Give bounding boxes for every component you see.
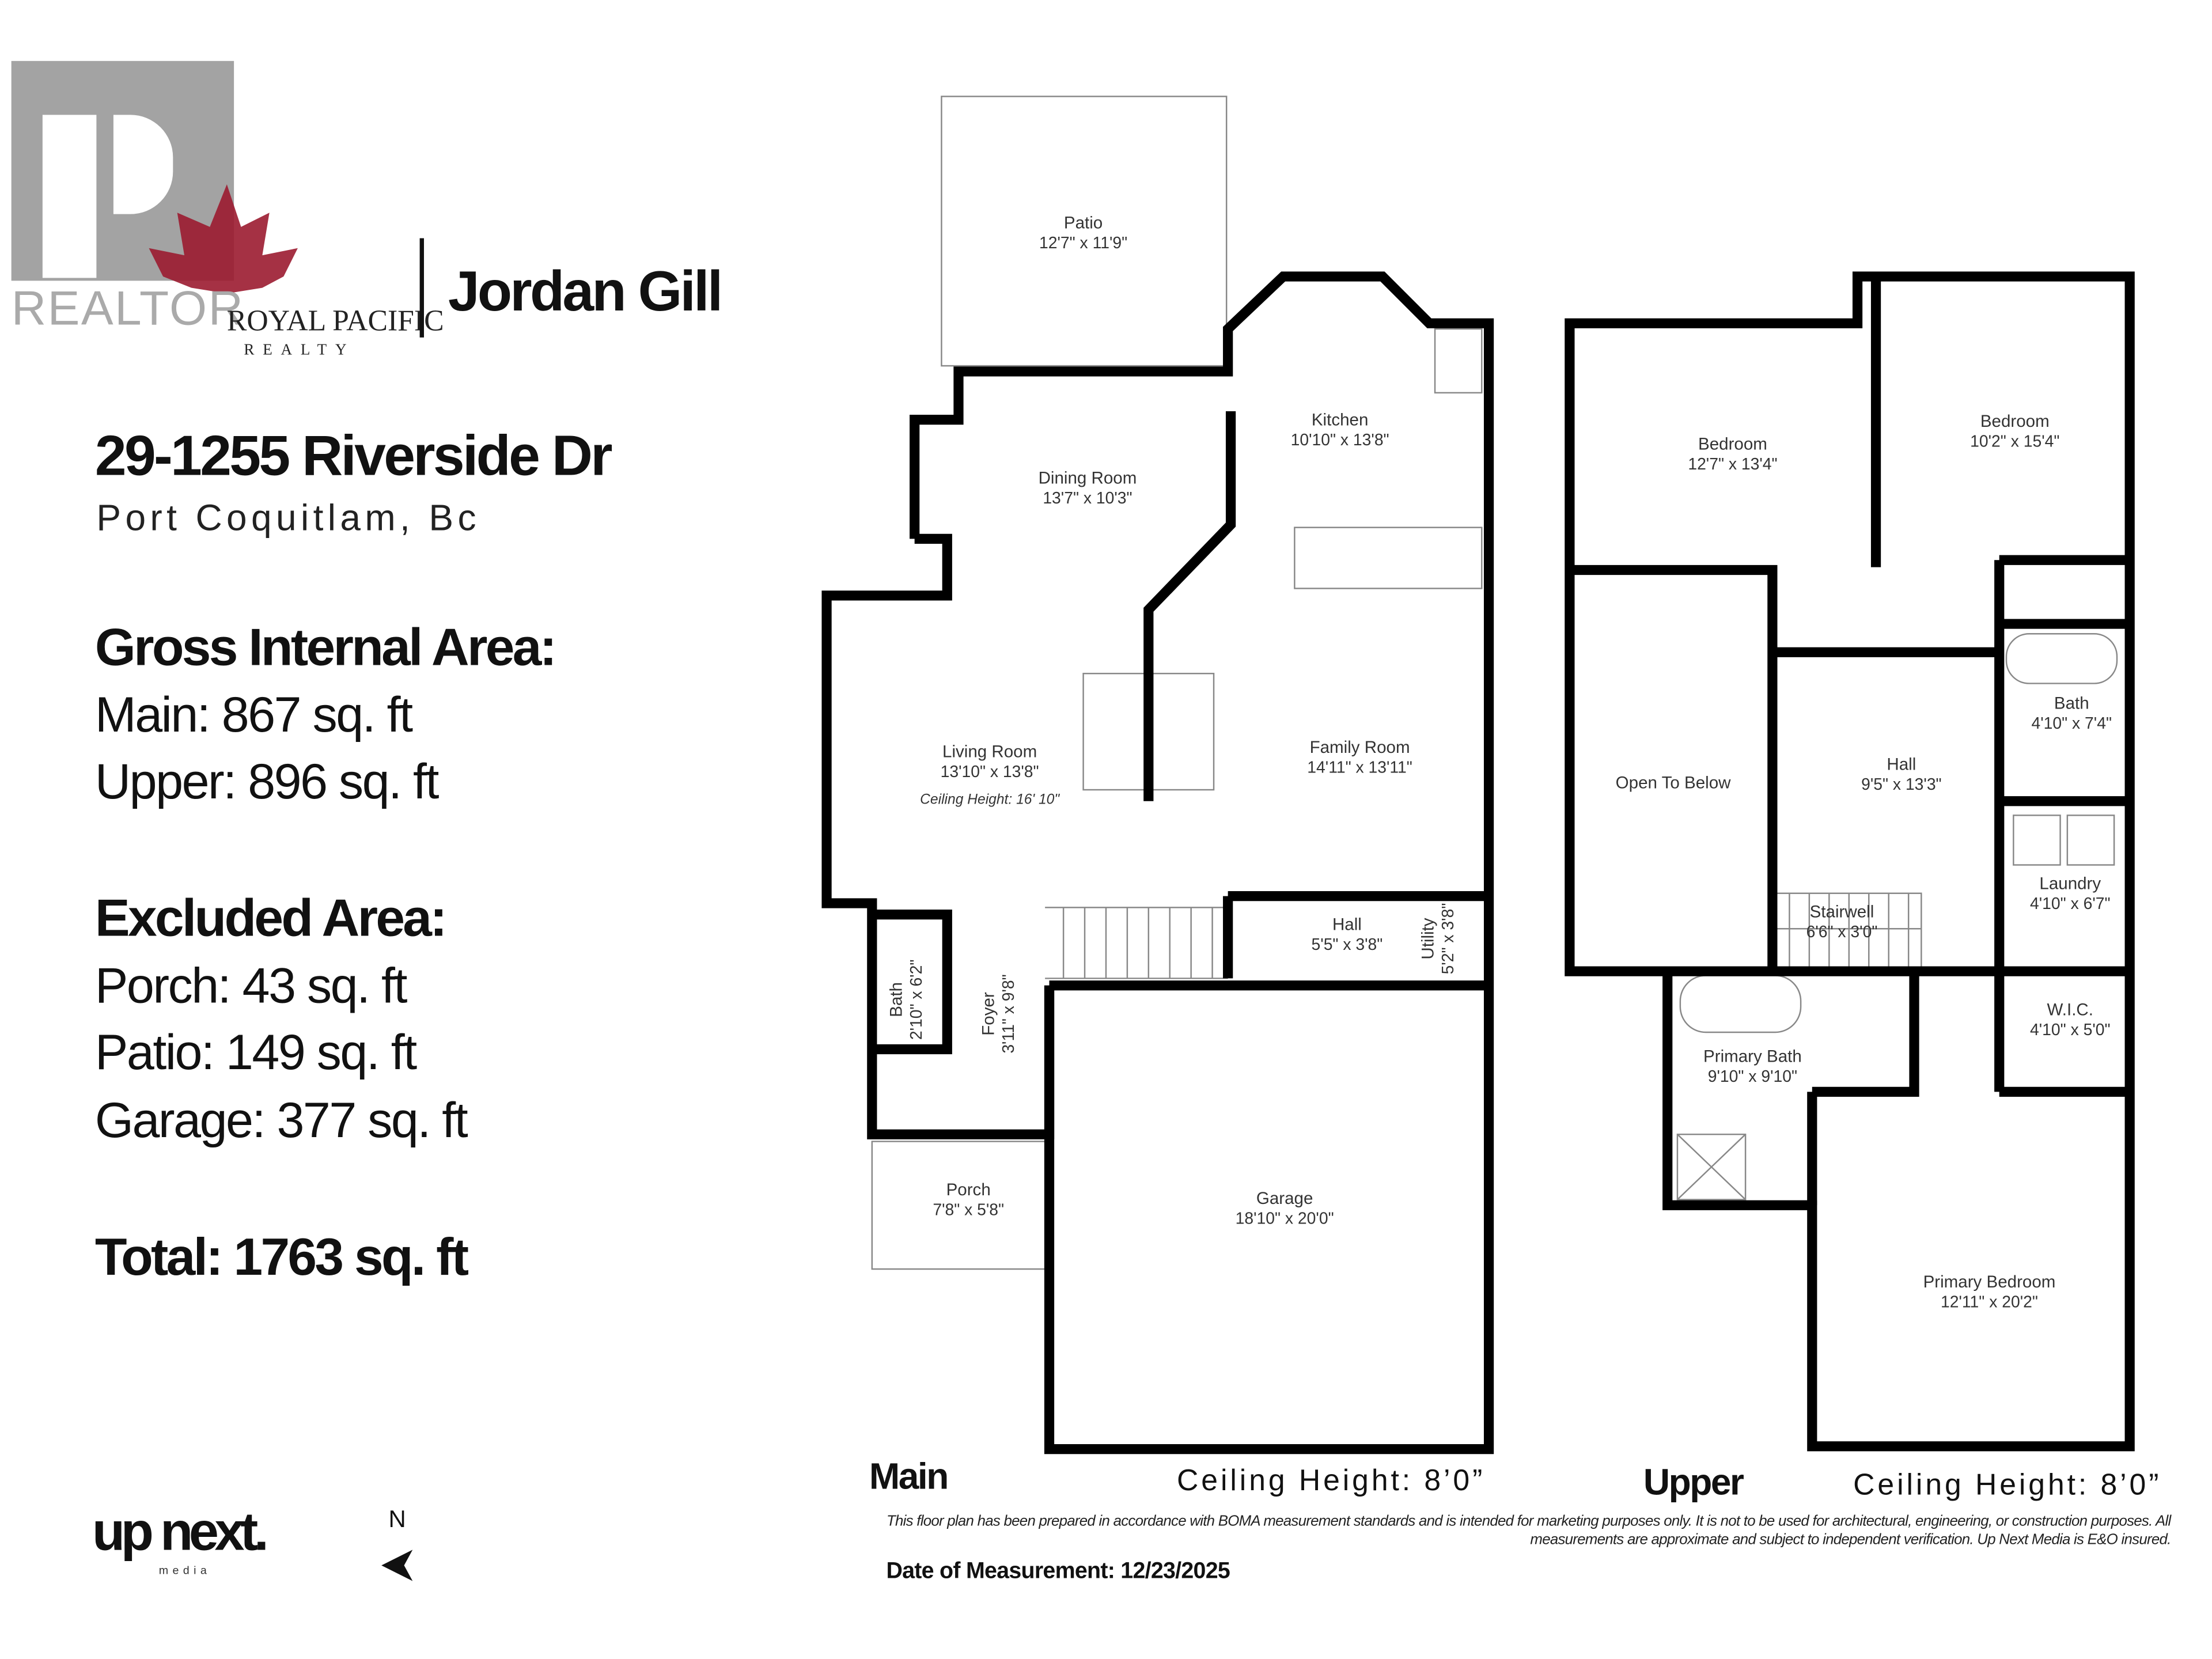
patio-outline	[941, 96, 1228, 367]
agent-name: Jordan Gill	[448, 260, 723, 324]
excluded-area-heading: Excluded Area:	[94, 889, 448, 948]
total-area: Total: 1763 sq. ft	[94, 1228, 469, 1286]
upper-ceiling-height: Ceiling Height: 8’0”	[1853, 1469, 2162, 1502]
room-wic: W.I.C.4'10" x 5'0"	[2030, 999, 2111, 1040]
patio-area: Patio: 149 sq. ft	[94, 1025, 417, 1081]
brokerage-sub: REALTY	[244, 342, 355, 359]
upnext-logo-sub: media	[158, 1564, 211, 1577]
fridge	[1434, 328, 1483, 394]
primary-tub	[1679, 975, 1802, 1033]
upper-tub	[2005, 633, 2118, 684]
realtor-r-mark	[11, 60, 234, 281]
washer	[2013, 815, 2061, 866]
main-ceiling-height: Ceiling Height: 8’0”	[1177, 1464, 1486, 1498]
dryer	[2066, 815, 2115, 866]
gross-area-heading: Gross Internal Area:	[94, 618, 557, 677]
upper-floor-label: Upper	[1643, 1460, 1744, 1503]
upnext-logo: up next.	[92, 1503, 269, 1563]
brokerage-name: ROYAL PACIFIC	[226, 303, 444, 338]
property-address: 29-1255 Riverside Dr	[94, 425, 613, 488]
room-open-to-below: Open To Below	[1615, 772, 1731, 793]
measurement-date: Date of Measurement: 12/23/2025	[886, 1559, 1230, 1584]
realtor-wordmark: REALTOR	[11, 282, 245, 336]
main-floor-label: Main	[869, 1455, 949, 1498]
thin-lines	[871, 96, 2118, 1270]
upper-area: Upper: 896 sq. ft	[94, 754, 440, 810]
porch-area: Porch: 43 sq. ft	[94, 958, 408, 1014]
garage-area: Garage: 377 sq. ft	[94, 1093, 468, 1149]
kitchen-counter	[1294, 527, 1483, 589]
disclaimer: This floor plan has been prepared in acc…	[886, 1513, 2171, 1548]
walls	[821, 271, 2135, 1455]
main-area: Main: 867 sq. ft	[94, 687, 413, 743]
shower	[1676, 1133, 1747, 1200]
logo-divider	[419, 238, 424, 338]
property-city: Port Coquitlam, Bc	[96, 496, 480, 539]
compass-north-label: N	[388, 1506, 406, 1533]
